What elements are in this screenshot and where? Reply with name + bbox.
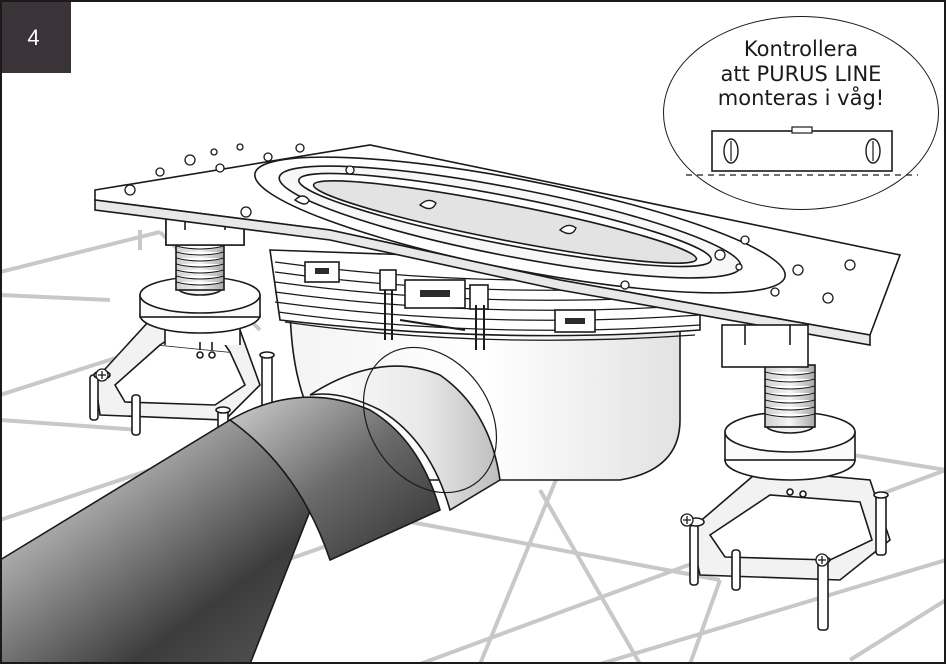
callout-text: Kontrollera att PURUS LINE monteras i vå…	[664, 37, 938, 111]
screw-icon	[95, 368, 829, 567]
callout-line-3: monteras i våg!	[717, 86, 885, 110]
outlet-pipe	[0, 346, 501, 664]
level-check-callout: Kontrollera att PURUS LINE monteras i vå…	[663, 16, 939, 210]
callout-line-1: Kontrollera	[743, 37, 859, 61]
tile-grid	[0, 230, 946, 664]
step-number-badge: 4	[0, 0, 71, 73]
flange-plate	[94, 143, 902, 346]
left-support-foot	[89, 209, 275, 466]
callout-line-2: att PURUS LINE	[720, 61, 882, 86]
right-support-foot	[687, 324, 891, 631]
spirit-level-icon	[686, 126, 918, 176]
